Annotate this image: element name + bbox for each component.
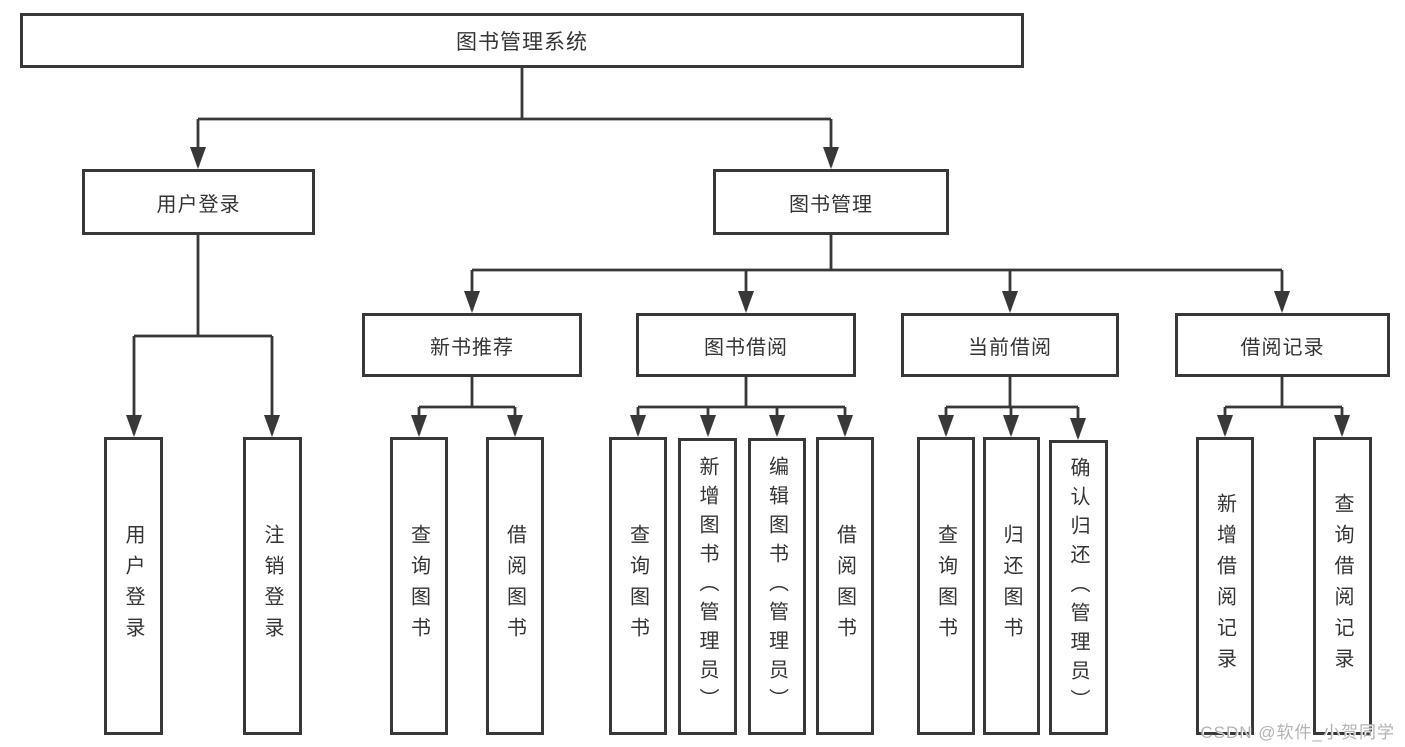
leaf-br-query-record-label: 查询借阅记录 xyxy=(1331,493,1353,679)
leaf-cb-query-books: 查询图书 xyxy=(917,437,975,735)
leaf-logout: 注销登录 xyxy=(243,437,302,735)
leaf-bb-add-books-admin: 新增图书（管理员） xyxy=(678,438,737,735)
node-root-label: 图书管理系统 xyxy=(456,30,588,54)
arrowhead xyxy=(1274,291,1290,313)
connector-book-borrow xyxy=(636,377,847,434)
node-book-management: 图书管理 xyxy=(713,169,949,235)
leaf-nb-query-books-label: 查询图书 xyxy=(407,524,430,648)
connector-borrow-records xyxy=(1223,377,1344,434)
arrowhead xyxy=(630,415,646,437)
leaf-bb-edit-books-admin: 编辑图书（管理员） xyxy=(748,438,806,735)
node-current-borrow-label: 当前借阅 xyxy=(968,336,1052,359)
leaf-cb-confirm-return-admin-label: 确认归还（管理员） xyxy=(1067,457,1089,718)
arrowhead xyxy=(264,415,280,437)
leaf-cb-return-books-label: 归还图书 xyxy=(1000,524,1022,648)
leaf-nb-borrow-books: 借阅图书 xyxy=(486,437,544,735)
node-user-login: 用户登录 xyxy=(82,169,315,235)
node-borrow-records: 借阅记录 xyxy=(1175,313,1390,377)
leaf-bb-query-books-label: 查询图书 xyxy=(626,524,649,648)
connector-new-book-recommend xyxy=(417,377,517,434)
node-new-book-recommend: 新书推荐 xyxy=(362,313,582,377)
arrowhead xyxy=(411,415,427,437)
arrowhead xyxy=(1003,415,1019,437)
leaf-cb-query-books-label: 查询图书 xyxy=(934,524,957,648)
leaf-br-add-record-label: 新增借阅记录 xyxy=(1213,493,1236,679)
leaf-cb-confirm-return-admin: 确认归还（管理员） xyxy=(1049,440,1108,735)
node-book-management-label: 图书管理 xyxy=(789,193,873,216)
arrowhead xyxy=(464,291,480,313)
leaf-logout-label: 注销登录 xyxy=(261,524,283,648)
connector-root xyxy=(196,68,833,166)
arrowhead xyxy=(769,415,785,437)
arrowhead xyxy=(738,291,754,313)
arrowhead xyxy=(1002,291,1018,313)
arrowhead xyxy=(823,147,839,169)
arrowhead xyxy=(1334,415,1350,437)
arrowheads xyxy=(126,147,1350,440)
watermark: CSDN @软件_小贺同学 xyxy=(1200,718,1395,743)
leaf-br-add-record: 新增借阅记录 xyxy=(1196,437,1254,735)
leaf-user-login-label: 用户登录 xyxy=(122,524,144,648)
node-user-login-label: 用户登录 xyxy=(156,193,241,216)
arrowhead xyxy=(507,415,523,437)
arrowhead xyxy=(1070,418,1086,440)
arrowhead xyxy=(1217,415,1233,437)
node-current-borrow: 当前借阅 xyxy=(901,313,1119,377)
leaf-bb-edit-books-admin-label: 编辑图书（管理员） xyxy=(765,456,788,717)
node-new-book-recommend-label: 新书推荐 xyxy=(430,336,514,359)
leaf-br-query-record: 查询借阅记录 xyxy=(1313,437,1372,735)
node-root: 图书管理系统 xyxy=(20,13,1024,68)
leaf-bb-borrow-books-label: 借阅图书 xyxy=(833,524,856,648)
arrowhead xyxy=(837,415,853,437)
leaf-bb-query-books: 查询图书 xyxy=(609,437,667,735)
node-book-borrow: 图书借阅 xyxy=(636,313,856,377)
leaf-nb-query-books: 查询图书 xyxy=(390,437,448,735)
leaf-bb-borrow-books: 借阅图书 xyxy=(816,437,874,735)
arrowhead xyxy=(190,147,206,169)
leaf-nb-borrow-books-label: 借阅图书 xyxy=(503,524,526,648)
arrowhead xyxy=(700,415,716,437)
watermark-text: CSDN @软件_小贺同学 xyxy=(1200,723,1395,742)
leaf-bb-add-books-admin-label: 新增图书（管理员） xyxy=(696,456,718,717)
connector-user-login xyxy=(132,235,274,434)
arrowhead xyxy=(126,415,142,437)
leaf-user-login: 用户登录 xyxy=(104,437,163,735)
connector-book-management xyxy=(470,235,1284,310)
leaf-cb-return-books: 归还图书 xyxy=(983,437,1040,735)
node-borrow-records-label: 借阅记录 xyxy=(1240,336,1325,359)
node-book-borrow-label: 图书借阅 xyxy=(704,336,788,359)
arrowhead xyxy=(938,415,954,437)
